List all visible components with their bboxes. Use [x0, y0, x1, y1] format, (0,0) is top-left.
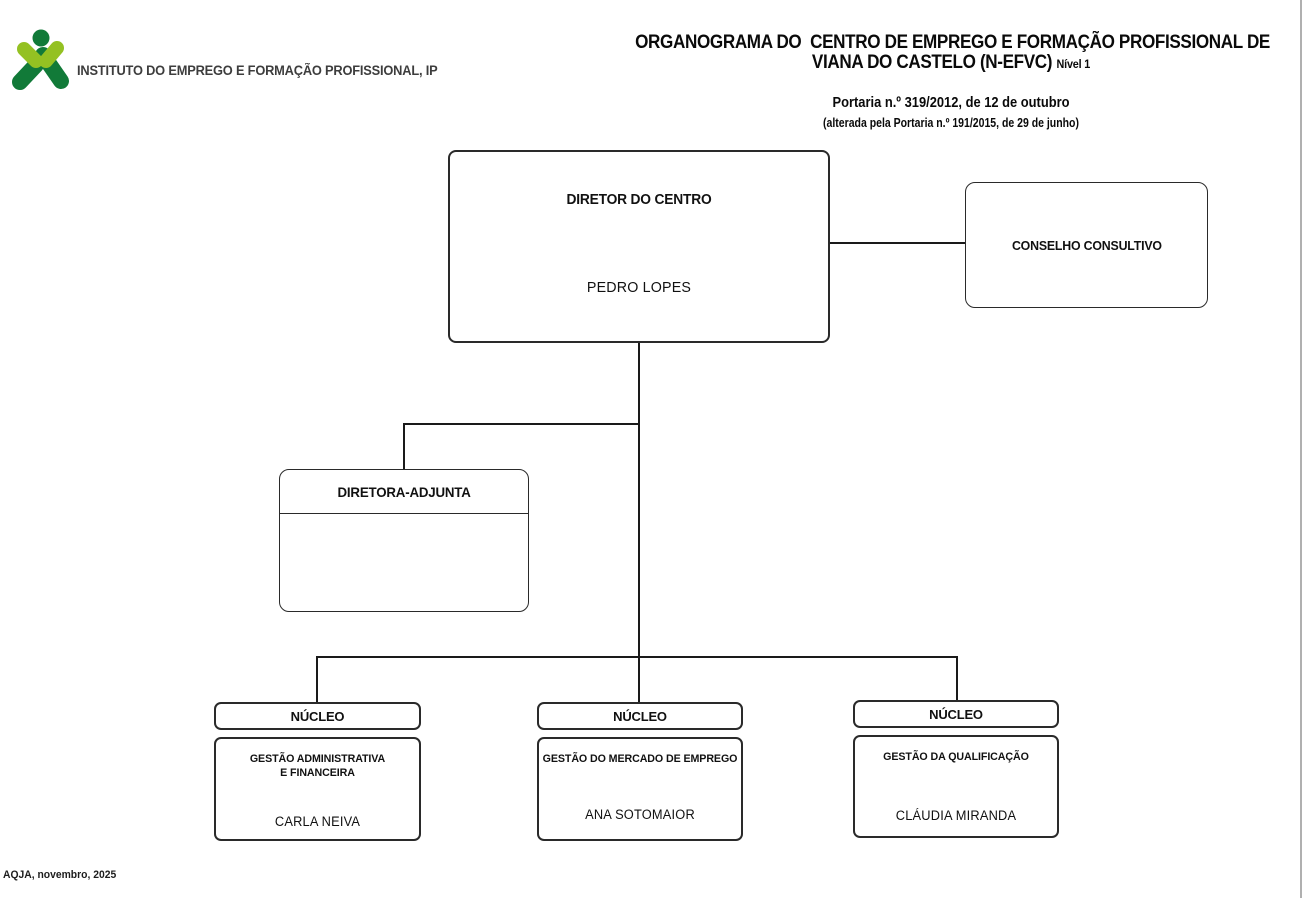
nucleo-3-department: GESTÃO DA QUALIFICAÇÃO — [883, 751, 1029, 763]
director-box: DIRETOR DO CENTRO PEDRO LOPES — [448, 150, 830, 343]
connector-nucleo3-drop — [956, 656, 958, 701]
nucleo-3-box: GESTÃO DA QUALIFICAÇÃO CLÁUDIA MIRANDA — [853, 735, 1059, 838]
title-line-2-text: VIANA DO CASTELO (N-EFVC) — [811, 52, 1057, 73]
director-title: DIRETOR DO CENTRO — [566, 192, 712, 208]
advisory-board-box: CONSELHO CONSULTIVO — [965, 182, 1208, 308]
connector-nucleos-horizontal — [316, 656, 958, 658]
title-line-1: ORGANOGRAMA DO CENTRO DE EMPREGO E FORMA… — [635, 32, 1270, 53]
advisory-board-title: CONSELHO CONSULTIVO — [1011, 237, 1162, 253]
nucleo-1-header: NÚCLEO — [214, 702, 421, 730]
nucleo-1-department: GESTÃO ADMINISTRATIVA E FINANCEIRA — [219, 752, 416, 780]
director-name: PEDRO LOPES — [586, 279, 692, 296]
deputy-director-title: DIRETORA-ADJUNTA — [337, 483, 471, 500]
nucleo-3-header: NÚCLEO — [853, 700, 1059, 728]
connector-deputy-horizontal — [403, 423, 639, 425]
nucleo-2-box: GESTÃO DO MERCADO DE EMPREGO ANA SOTOMAI… — [537, 737, 743, 841]
nucleo-2-department: GESTÃO DO MERCADO DE EMPREGO — [542, 753, 738, 765]
subtitle-portaria: Portaria n.º 319/2012, de 12 de outubro — [832, 94, 1070, 111]
footer-credit: AQJA, novembro, 2025 — [3, 869, 117, 881]
page-edge-divider — [1300, 0, 1302, 898]
subtitle-amendment-note: (alterada pela Portaria n.º 191/2015, de… — [823, 116, 1079, 130]
connector-director-advisory — [830, 242, 965, 244]
nucleo-3-name: CLÁUDIA MIRANDA — [895, 808, 1017, 823]
title-line-2: VIANA DO CASTELO (N-EFVC) Nível 1 — [635, 53, 1267, 74]
iefp-logo-icon — [12, 29, 69, 90]
connector-deputy-drop — [403, 423, 405, 470]
nucleo-1-name: CARLA NEIVA — [274, 814, 361, 829]
nucleo-1-box: GESTÃO ADMINISTRATIVA E FINANCEIRA CARLA… — [214, 737, 421, 841]
deputy-director-header: DIRETORA-ADJUNTA — [280, 470, 528, 514]
title-level: Nível 1 — [1056, 57, 1091, 71]
org-name: INSTITUTO DO EMPREGO E FORMAÇÃO PROFISSI… — [77, 63, 438, 78]
nucleo-1-department-line1: GESTÃO ADMINISTRATIVA — [249, 753, 386, 765]
document-title: ORGANOGRAMA DO CENTRO DE EMPREGO E FORMA… — [600, 33, 1302, 74]
connector-director-drop — [638, 343, 640, 702]
connector-nucleo1-drop — [316, 656, 318, 703]
nucleo-1-department-line2: E FINANCEIRA — [280, 767, 355, 779]
deputy-director-box: DIRETORA-ADJUNTA — [279, 469, 529, 612]
nucleo-2-header: NÚCLEO — [537, 702, 743, 730]
nucleo-2-name: ANA SOTOMAIOR — [585, 807, 695, 822]
